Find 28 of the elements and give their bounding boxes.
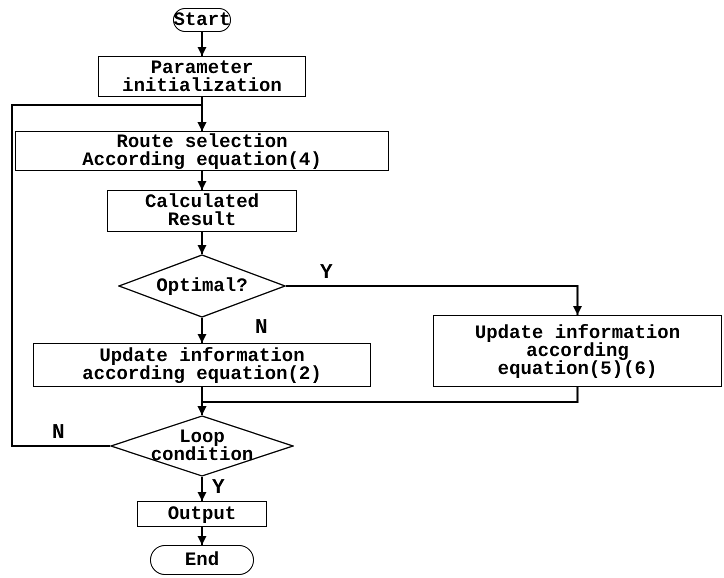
node-text: End [184,551,220,569]
arrow [198,387,578,415]
decision-diamond [110,415,294,477]
arrow [286,285,582,315]
process-box [107,190,297,232]
arrow [198,171,206,190]
node-text: Update information according equation(5)(6) [474,324,682,378]
process-box [98,56,306,97]
terminal-shape [150,545,254,575]
arrow [198,477,206,501]
node-text: Update information according equation(2) [81,347,323,383]
process-box [137,501,267,527]
decision-diamond [118,254,286,318]
process-box [433,315,722,387]
node-text: Loop condition [150,428,254,464]
node-text: Calculated Result [144,193,260,229]
node-text: Parameter initialization [121,58,283,94]
node-text: Optimal? [156,277,248,295]
node-text: Start [174,11,231,29]
arrow [198,318,206,343]
node-text: Output [168,505,236,523]
node-text: Route selection According equation(4) [81,133,323,169]
process-box [15,131,389,171]
process-box [33,343,371,387]
arrow [198,232,206,254]
arrow [198,527,206,545]
arrow [198,32,206,56]
arrow [11,104,206,447]
